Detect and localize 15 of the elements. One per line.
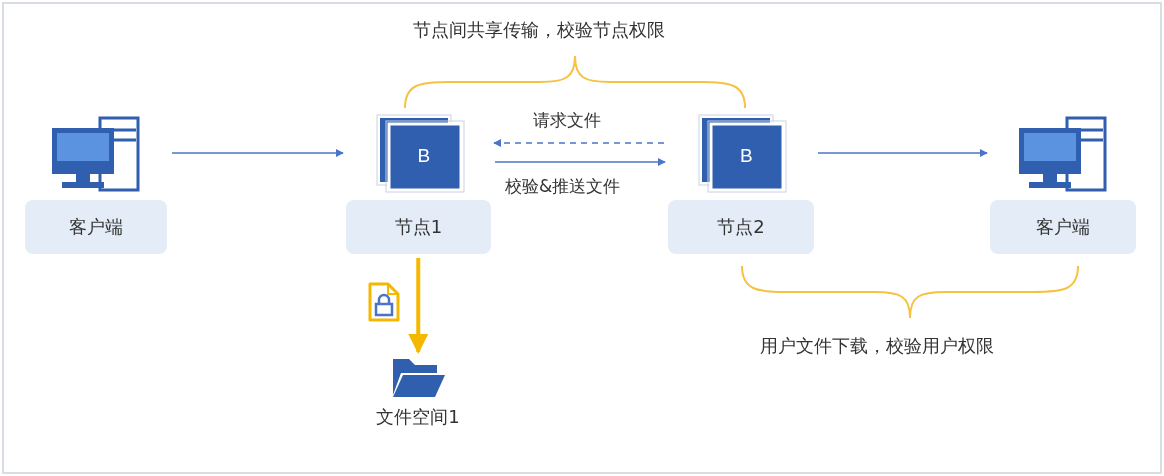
- icon-letter: B: [417, 145, 431, 167]
- folder-label: 文件空间1: [375, 405, 461, 429]
- edge-label: 请求文件: [530, 109, 604, 132]
- arrow: [494, 158, 666, 166]
- node-label: 客户端: [990, 200, 1136, 254]
- node-label: 客户端: [25, 200, 167, 254]
- icon-letter: B: [740, 145, 753, 167]
- note-text: 用户文件下载，校验用户权限: [760, 334, 994, 358]
- node-label: 节点2: [668, 200, 814, 254]
- arrow: [408, 258, 429, 354]
- arrow: [493, 139, 665, 147]
- arrow: [817, 149, 988, 157]
- note-text: 节点间共享传输，校验节点权限: [413, 18, 665, 42]
- node-label: 节点1: [346, 200, 491, 254]
- arrow: [171, 149, 344, 157]
